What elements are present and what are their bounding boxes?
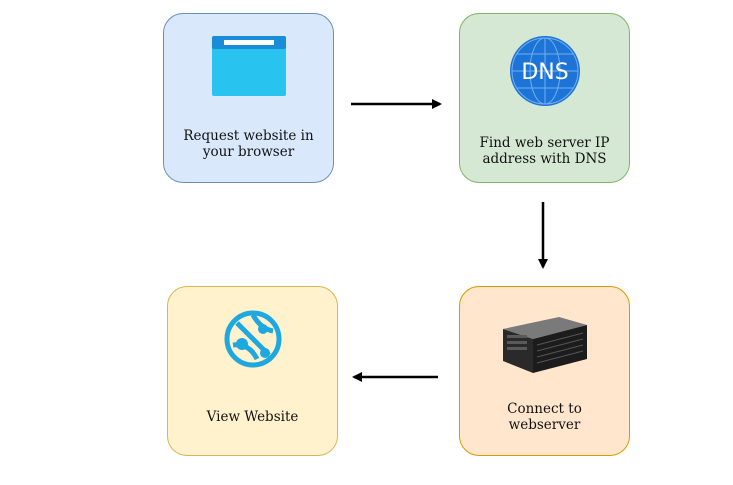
node-label: Request website in your browser xyxy=(183,128,314,160)
node-connect-webserver: Connect to webserver xyxy=(459,286,630,456)
node-find-dns: DNS Find web server IP address with DNS xyxy=(459,13,630,183)
server-icon xyxy=(460,315,629,377)
browser-window-icon xyxy=(164,36,333,96)
node-view-website: View Website xyxy=(167,286,338,456)
node-label: View Website xyxy=(206,409,299,425)
node-request-website: Request website in your browser xyxy=(163,13,334,183)
node-label: Connect to webserver xyxy=(507,401,582,433)
dns-icon-text: DNS xyxy=(521,60,568,85)
web-globe-icon xyxy=(168,309,337,369)
dns-globe-icon: DNS xyxy=(460,34,629,108)
node-label: Find web server IP address with DNS xyxy=(479,135,610,167)
